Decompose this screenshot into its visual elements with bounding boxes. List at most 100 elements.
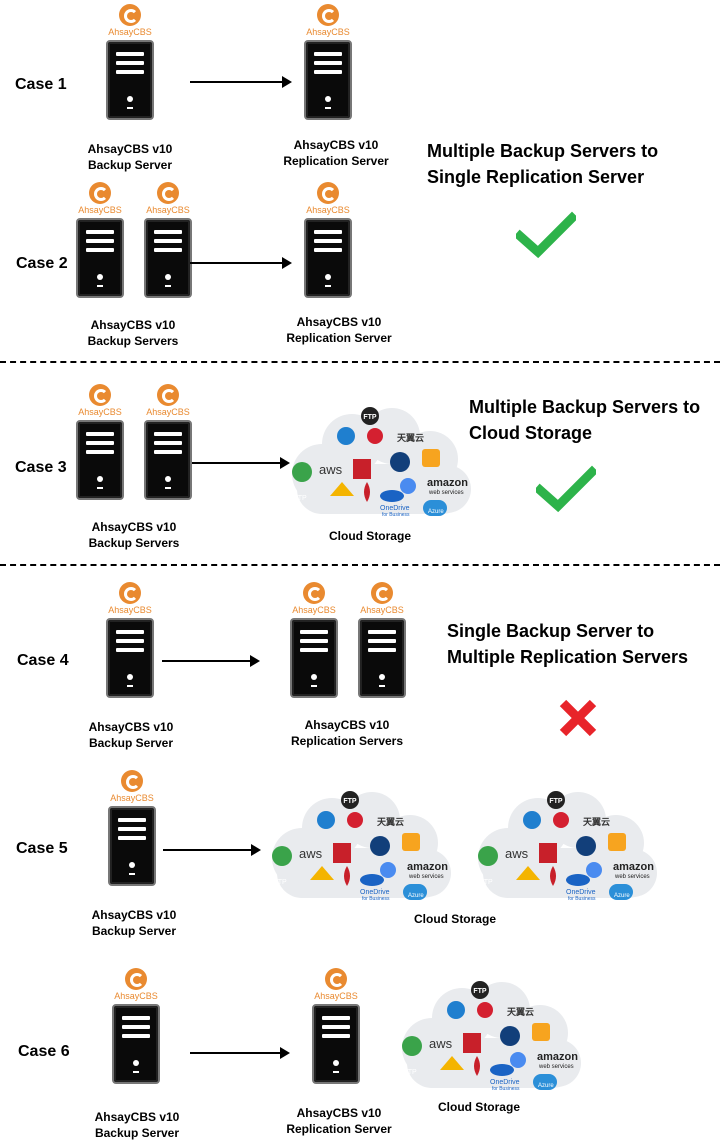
server-box: [112, 1004, 160, 1084]
server-icon: AhsayCBS: [74, 182, 126, 298]
server-icon: AhsayCBS: [104, 582, 156, 698]
ahsay-logo-icon: [125, 968, 147, 990]
arrow: [190, 76, 292, 88]
arrow: [163, 844, 261, 856]
case-6-label: Case 6: [18, 1043, 70, 1060]
svg-text:web services: web services: [538, 1064, 574, 1070]
svg-text:aws: aws: [505, 846, 529, 861]
server-icon: AhsayCBS: [104, 4, 156, 120]
arrow: [190, 257, 292, 269]
server-box: [144, 218, 192, 298]
heading-line: Multiple Replication Servers: [447, 647, 689, 667]
server-box: [108, 806, 156, 886]
ahsay-logo-icon: [303, 582, 325, 604]
svg-text:for Business: for Business: [568, 896, 596, 902]
not-allowed-cross-icon: [559, 699, 597, 737]
brand-label: AhsayCBS: [292, 605, 336, 615]
brand-label: AhsayCBS: [108, 27, 152, 37]
brand-label: AhsayCBS: [108, 605, 152, 615]
server-icon: AhsayCBS: [310, 968, 362, 1084]
svg-text:for Business: for Business: [492, 1086, 520, 1092]
ahsay-logo-icon: [325, 968, 347, 990]
svg-text:web services: web services: [614, 874, 650, 880]
ahsay-logo-icon: [371, 582, 393, 604]
ahsay-logo-icon: [89, 182, 111, 204]
svg-text:Azure: Azure: [408, 893, 424, 899]
heading-line: Multiple Backup Servers to: [469, 397, 701, 417]
brand-label: AhsayCBS: [360, 605, 404, 615]
arrow: [190, 1047, 290, 1059]
arrow: [162, 655, 260, 667]
svg-text:sFTP: sFTP: [270, 879, 287, 886]
brand-label: AhsayCBS: [314, 991, 358, 1001]
server-icon: AhsayCBS: [110, 968, 162, 1084]
svg-text:sFTP: sFTP: [476, 879, 493, 886]
server-box: [76, 218, 124, 298]
ahsay-logo-icon: [119, 582, 141, 604]
svg-text:Azure: Azure: [538, 1083, 554, 1089]
heading-single-to-multiple-replication: Single Backup Server to Multiple Replica…: [447, 618, 688, 670]
case-1-label: Case 1: [15, 76, 67, 93]
brand-label: AhsayCBS: [114, 991, 158, 1001]
brand-label: AhsayCBS: [146, 205, 190, 215]
svg-text:天翼云: 天翼云: [507, 1007, 534, 1017]
svg-text:FTP: FTP: [363, 414, 377, 421]
svg-text:Azure: Azure: [614, 893, 630, 899]
svg-text:FTP: FTP: [473, 988, 487, 995]
svg-text:OneDrive: OneDrive: [566, 889, 596, 896]
svg-text:OneDrive: OneDrive: [490, 1079, 520, 1086]
ahsay-logo-icon: [119, 4, 141, 26]
heading-line: Cloud Storage: [469, 423, 593, 443]
svg-text:OneDrive: OneDrive: [360, 889, 390, 896]
svg-text:aws: aws: [299, 846, 323, 861]
svg-text:aws: aws: [429, 1036, 453, 1051]
allowed-check-icon: [536, 465, 596, 513]
ahsay-logo-icon: [157, 182, 179, 204]
svg-text:sFTP: sFTP: [400, 1069, 417, 1076]
caption-case6-right: Cloud Storage: [437, 1100, 520, 1114]
svg-text:amazon: amazon: [537, 1051, 578, 1063]
server-box: [106, 618, 154, 698]
svg-text:web services: web services: [408, 874, 444, 880]
svg-text:OneDrive: OneDrive: [380, 505, 410, 512]
server-box: [358, 618, 406, 698]
svg-text:天翼云: 天翼云: [397, 433, 424, 443]
heading-line: Multiple Backup Servers to: [427, 141, 659, 161]
caption-case3-right: Cloud Storage: [328, 529, 411, 543]
server-icon: AhsayCBS: [288, 582, 340, 698]
brand-label: AhsayCBS: [146, 407, 190, 417]
svg-text:for Business: for Business: [362, 896, 390, 902]
ahsay-logo-icon: [317, 4, 339, 26]
case-5-label: Case 5: [16, 840, 68, 857]
allowed-check-icon: [516, 211, 576, 259]
case-3-label: Case 3: [15, 459, 67, 476]
server-icon: AhsayCBS: [74, 384, 126, 500]
heading-multiple-to-cloud: Multiple Backup Servers to Cloud Storage: [469, 394, 700, 446]
brand-label: AhsayCBS: [306, 27, 350, 37]
svg-text:sFTP: sFTP: [290, 495, 307, 502]
case-2-label: Case 2: [16, 255, 68, 272]
server-icon: AhsayCBS: [106, 770, 158, 886]
svg-text:amazon: amazon: [427, 477, 468, 489]
svg-text:aws: aws: [319, 462, 343, 477]
brand-label: AhsayCBS: [306, 205, 350, 215]
server-box: [290, 618, 338, 698]
server-icon: AhsayCBS: [356, 582, 408, 698]
svg-text:FTP: FTP: [343, 798, 357, 805]
heading-multiple-to-single-replication: Multiple Backup Servers to Single Replic…: [427, 138, 658, 190]
heading-line: Single Backup Server to: [447, 621, 655, 641]
brand-label: AhsayCBS: [110, 793, 154, 803]
svg-text:天翼云: 天翼云: [583, 817, 610, 827]
case-4-label: Case 4: [17, 652, 69, 669]
